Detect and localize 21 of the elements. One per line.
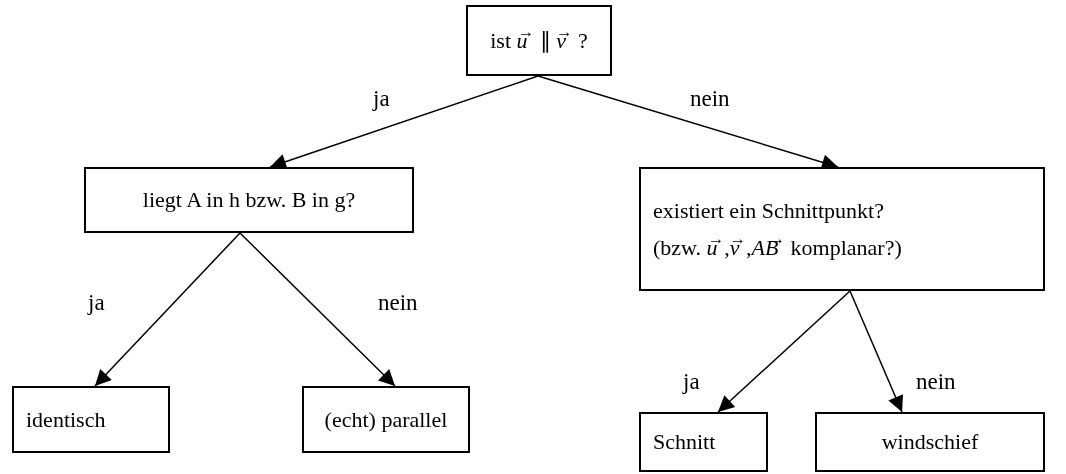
process-box bbox=[302, 386, 470, 453]
box-text: windschief bbox=[881, 428, 979, 457]
box-text: ist u$^{→}$ ∥ v$^{→}$ ? bbox=[490, 21, 588, 55]
box-text: identisch bbox=[26, 405, 106, 434]
box-text: existiert ein Schnittpunkt? bbox=[653, 196, 884, 225]
arrow bbox=[269, 75, 539, 170]
process-box bbox=[12, 386, 170, 453]
box-text: liegt A in h bzw. B in g? bbox=[142, 186, 356, 215]
arrow bbox=[537, 75, 839, 170]
process-box bbox=[815, 412, 1045, 472]
process-box bbox=[639, 167, 1045, 291]
arrow bbox=[94, 232, 241, 387]
box-text: Schnitt bbox=[653, 428, 716, 457]
arrow bbox=[239, 232, 396, 387]
arrow bbox=[849, 290, 904, 413]
arrow bbox=[717, 290, 851, 413]
process-box bbox=[84, 167, 414, 233]
box-text: (echt) parallel bbox=[324, 405, 448, 434]
process-box bbox=[466, 5, 612, 76]
box-text: (bzw. u$^{→}$,v$^{→}$,AB$^{→}$ komplanar?) bbox=[653, 229, 902, 262]
process-box bbox=[639, 412, 768, 472]
